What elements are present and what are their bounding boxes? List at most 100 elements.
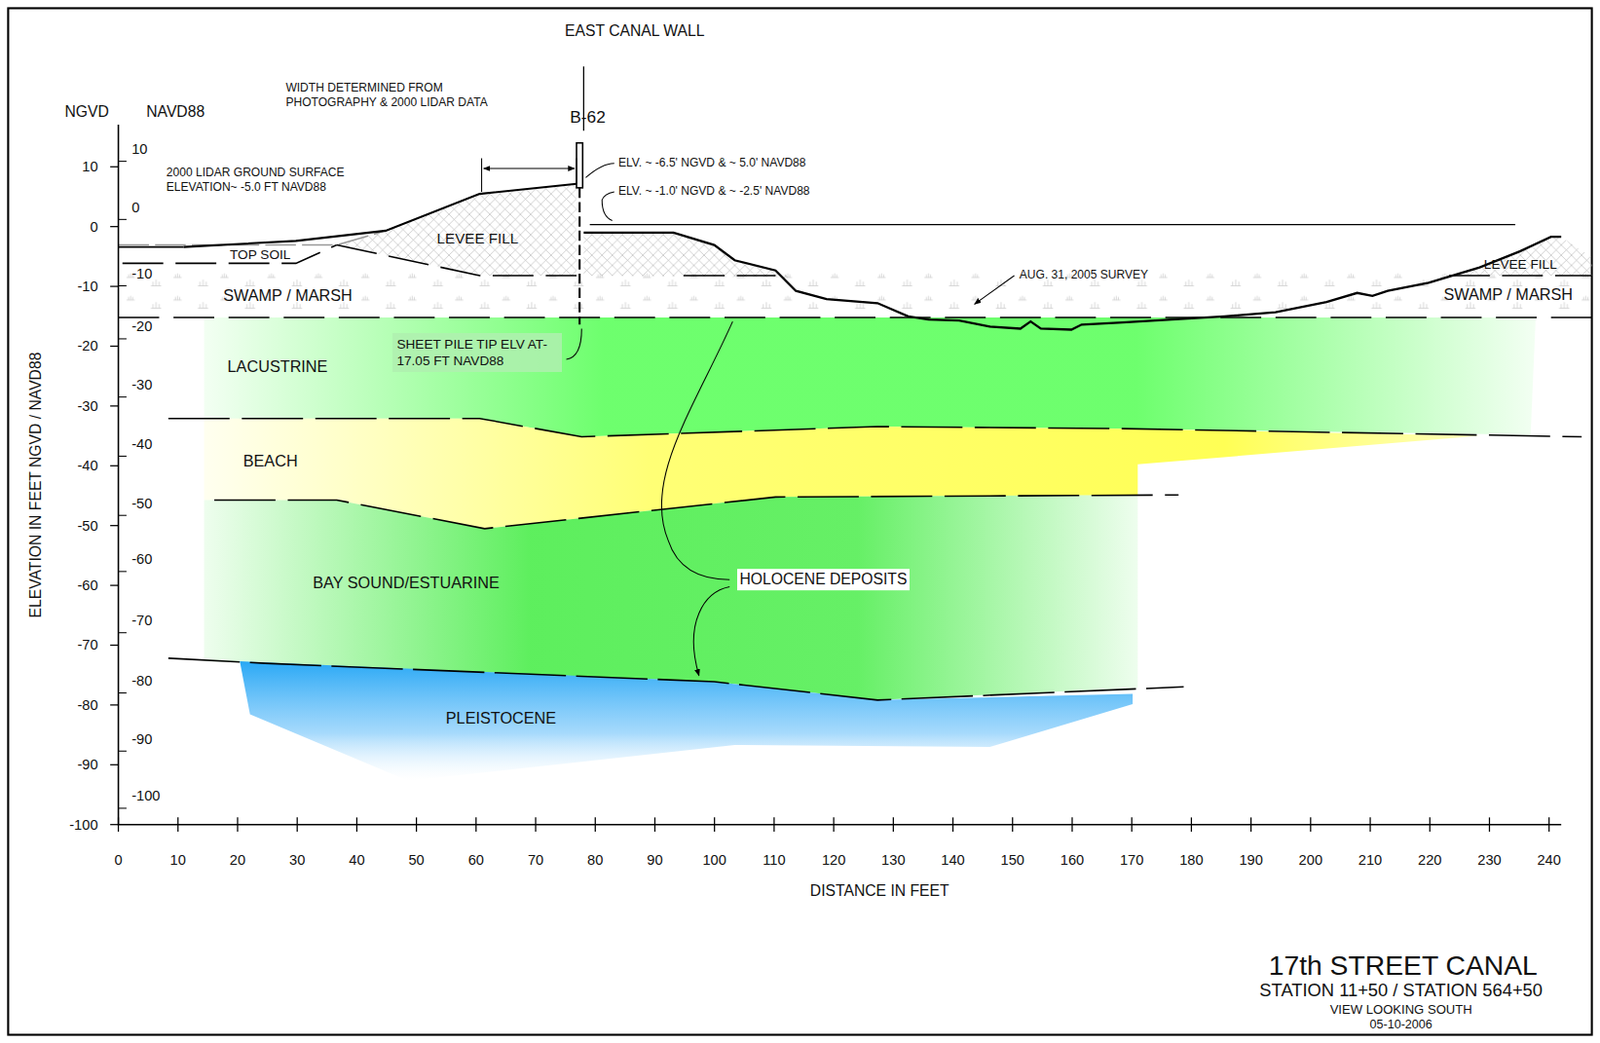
axis-tick bbox=[110, 405, 118, 407]
tick-label: -20 bbox=[131, 317, 152, 335]
axis-tick bbox=[1011, 817, 1013, 832]
frame bbox=[7, 7, 1592, 1035]
axis-unit: NAVD88 bbox=[146, 102, 205, 122]
tick-label: -90 bbox=[131, 729, 152, 747]
dimension-line bbox=[483, 167, 575, 169]
leader-line bbox=[566, 328, 583, 359]
tick-label: 10 bbox=[170, 851, 187, 869]
axis-tick bbox=[110, 524, 118, 526]
survey-note: AUG. 31, 2005 SURVEY bbox=[1019, 267, 1149, 283]
axis-tick bbox=[415, 817, 417, 832]
tick-label: -80 bbox=[76, 696, 98, 714]
layer-name: SWAMP / MARSH bbox=[223, 285, 353, 304]
levee-fill bbox=[336, 184, 577, 276]
drawing-title: 17th STREET CANAL bbox=[1268, 949, 1538, 984]
axis-title: DISTANCE IN FEET bbox=[810, 881, 950, 901]
tick-label: -60 bbox=[76, 576, 98, 595]
axis-tick bbox=[1548, 817, 1550, 832]
axis-tick bbox=[118, 570, 127, 572]
axis-tick bbox=[773, 817, 775, 832]
axis-tick bbox=[1429, 817, 1431, 832]
view-caption: VIEW LOOKING SOUTH bbox=[1330, 1002, 1473, 1018]
tick-label: 170 bbox=[1119, 851, 1144, 869]
tick-label: -40 bbox=[76, 456, 98, 475]
tick-label: 0 bbox=[131, 198, 140, 217]
layer-name: LEVEE FILL bbox=[1484, 257, 1558, 272]
tick-label: 210 bbox=[1358, 851, 1382, 869]
axis-tick bbox=[832, 817, 834, 832]
axis-tick bbox=[893, 817, 894, 832]
pleistocene-layer bbox=[239, 661, 1133, 782]
axis-tick bbox=[1250, 817, 1252, 832]
tick-label: 80 bbox=[587, 851, 603, 869]
flood-wall bbox=[576, 143, 583, 188]
beach-base bbox=[214, 494, 1179, 529]
soil-layer: LEVEE FILL bbox=[437, 229, 520, 247]
axis-tick bbox=[118, 396, 127, 398]
tick-label: -80 bbox=[131, 671, 152, 690]
axis-tick bbox=[110, 285, 118, 287]
axis-tick bbox=[110, 345, 118, 347]
date-caption: 05-10-2006 bbox=[1370, 1017, 1433, 1034]
marsh-base bbox=[118, 316, 1593, 319]
axis-tick bbox=[1488, 817, 1490, 832]
tick-label: 110 bbox=[762, 851, 785, 869]
elevation-note: ELV. ~ -1.0' NGVD & ~ -2.5' NAVD88 bbox=[618, 184, 811, 199]
levee-base bbox=[336, 245, 577, 276]
axis-tick bbox=[297, 817, 298, 832]
note: 2000 LIDAR GROUND SURFACE ELEVATION~ -5.… bbox=[166, 165, 372, 195]
water-line bbox=[590, 223, 1516, 225]
tick-label: -100 bbox=[69, 815, 98, 833]
axis-line bbox=[118, 124, 1563, 825]
tick-label: 20 bbox=[229, 851, 246, 869]
axis-tick bbox=[110, 764, 118, 766]
tick-label: 150 bbox=[1001, 851, 1025, 869]
axis-tick bbox=[1309, 817, 1311, 832]
tick-label: 230 bbox=[1477, 851, 1501, 869]
tick-label: 10 bbox=[131, 140, 148, 158]
layer-name: LACUSTRINE bbox=[227, 357, 329, 376]
callout-text: EAST CANAL WALL bbox=[564, 22, 705, 42]
tick-label: -70 bbox=[131, 611, 152, 630]
axis-tick bbox=[654, 817, 656, 832]
tick-label: -40 bbox=[131, 435, 152, 453]
tick-label: 130 bbox=[881, 851, 905, 869]
tick-label: 10 bbox=[81, 157, 98, 176]
sheet-pile bbox=[578, 187, 581, 325]
layer-name: LEVEE FILL bbox=[437, 229, 520, 247]
soil-layer: LACUSTRINE bbox=[227, 357, 329, 376]
tick-label: -90 bbox=[76, 755, 98, 774]
soil-layer: PLEISTOCENE bbox=[446, 707, 557, 727]
axis-tick bbox=[1190, 817, 1192, 832]
soil-layer: BEACH bbox=[243, 450, 298, 470]
tick-label: -100 bbox=[131, 786, 160, 805]
holocene-base bbox=[168, 658, 1185, 701]
topsoil-base bbox=[122, 245, 337, 264]
tick-label: -50 bbox=[131, 493, 152, 512]
tick-label: 30 bbox=[289, 851, 305, 869]
ground-line bbox=[118, 246, 185, 249]
leader-line bbox=[601, 191, 615, 221]
leader-line bbox=[974, 275, 1015, 304]
axis-tick bbox=[952, 817, 954, 832]
layer-name: BEACH bbox=[243, 450, 298, 470]
boring-id: B-62 bbox=[569, 107, 605, 129]
tick-label: 160 bbox=[1060, 851, 1084, 869]
soil-layer: SWAMP / MARSH bbox=[1443, 284, 1573, 303]
axis-tick bbox=[475, 817, 477, 832]
axis-tick bbox=[117, 817, 119, 832]
station-caption: STATION 11+50 / STATION 564+50 bbox=[1259, 979, 1543, 1003]
axis-tick bbox=[118, 692, 127, 694]
tick-label: 0 bbox=[89, 217, 98, 235]
tick-label: 70 bbox=[527, 851, 544, 869]
tick-label: 40 bbox=[348, 851, 365, 869]
levee-base bbox=[683, 274, 776, 277]
tick-label: -30 bbox=[76, 397, 98, 415]
tick-label: 0 bbox=[113, 851, 122, 869]
axis-title: ELEVATION IN FEET NGVD / NAVD88 bbox=[26, 351, 46, 618]
axis-tick bbox=[118, 160, 127, 162]
soil-layer: BAY SOUND/ESTUARINE bbox=[312, 573, 500, 593]
axis-tick bbox=[177, 817, 179, 832]
tick-label: 50 bbox=[408, 851, 424, 869]
axis-tick bbox=[110, 704, 118, 706]
